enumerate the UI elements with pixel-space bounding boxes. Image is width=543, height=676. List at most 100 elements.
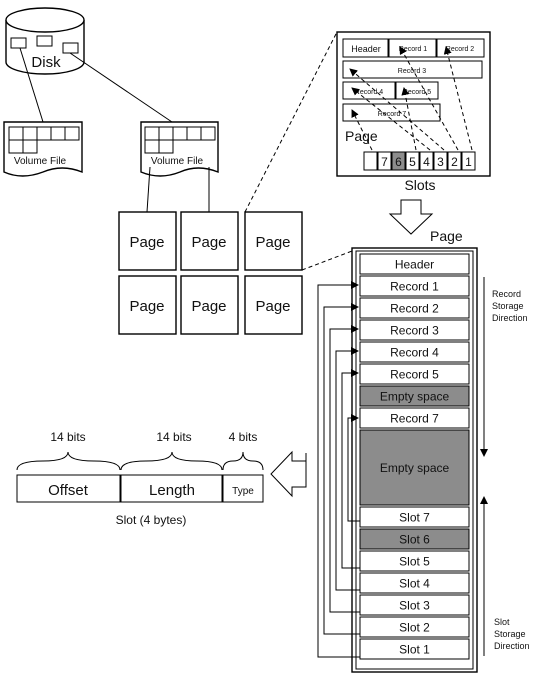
type-label: Type <box>232 486 254 497</box>
mini-record: Record 7 <box>378 111 407 118</box>
mini-slot <box>391 151 406 171</box>
page-row-box <box>359 407 470 429</box>
length-label: Length <box>149 482 195 499</box>
page-box <box>118 211 177 271</box>
volume-cell <box>8 126 24 141</box>
page-row-box <box>359 506 470 528</box>
page-row-box <box>359 319 470 341</box>
mini-record: Record 5 <box>403 89 432 96</box>
page-label: Page <box>255 234 290 251</box>
mini-slot <box>461 151 476 171</box>
pages-grid: Page Page Page Page Page Page <box>118 211 303 335</box>
mini-record: Record 1 <box>399 46 428 53</box>
page-row-box <box>359 429 470 506</box>
volume-cell <box>22 126 38 141</box>
mini-page-label: Page <box>345 128 378 144</box>
brace-length <box>120 451 223 471</box>
page-row-label: Record 5 <box>390 368 439 382</box>
mini-record: Record 4 <box>355 89 384 96</box>
page-row-label: Record 2 <box>390 302 439 316</box>
volume-cell <box>172 126 188 141</box>
volume-grid-1 <box>8 126 80 154</box>
mini-record: Record 3 <box>398 68 427 75</box>
mini-slot-num: 6 <box>395 155 402 169</box>
mini-slot-num: 5 <box>409 155 416 169</box>
page-box <box>180 211 239 271</box>
page-row-box <box>359 363 470 385</box>
page-row-label: Slot 6 <box>399 533 430 547</box>
page-label: Page <box>191 298 226 315</box>
mini-header: Header <box>351 44 381 54</box>
page-row-box <box>359 616 470 638</box>
page-row-label: Record 1 <box>390 280 439 294</box>
slot-format: 14 bits 14 bits 4 bits Offset Length Typ… <box>16 430 264 527</box>
svg-text:Direction: Direction <box>492 313 528 323</box>
page-row-box <box>359 550 470 572</box>
volume-cell <box>158 139 174 154</box>
svg-text:Storage: Storage <box>492 301 524 311</box>
type-field <box>222 474 264 503</box>
disk-volume-link-2 <box>69 52 173 123</box>
mini-slot-empty <box>363 151 378 171</box>
mini-slot <box>405 151 420 171</box>
page-row-box <box>359 275 470 297</box>
page-label: Page <box>255 298 290 315</box>
mini-slot <box>433 151 448 171</box>
offset-field <box>16 474 121 503</box>
page-box <box>244 211 303 271</box>
page-row-label: Record 7 <box>390 412 439 426</box>
volume-cell <box>64 126 80 141</box>
page-box <box>244 275 303 335</box>
page-row-box <box>359 297 470 319</box>
volume-cell <box>50 126 66 141</box>
page-box <box>118 275 177 335</box>
svg-text:Storage: Storage <box>494 629 526 639</box>
volume-file-1: Volume File <box>3 121 83 177</box>
volume-file-1-label: Volume File <box>14 156 67 167</box>
slot-direction-label: Slot Storage Direction <box>494 617 530 651</box>
mini-slot-num: 7 <box>381 155 388 169</box>
svg-text:Slot: Slot <box>494 617 510 627</box>
page-row-box <box>359 638 470 660</box>
page-box <box>180 275 239 335</box>
brace-offset <box>16 451 121 471</box>
down-arrow-icon <box>388 199 434 235</box>
disk-volume-link-1 <box>19 47 44 123</box>
mini-slot-num: 2 <box>451 155 458 169</box>
mini-page: Header Record 1 Record 2 Record 3 Record… <box>336 31 491 177</box>
type-bits: 4 bits <box>229 430 258 444</box>
page-row-label: Slot 4 <box>399 577 430 591</box>
page-row-box <box>359 594 470 616</box>
length-bits: 14 bits <box>156 430 191 444</box>
page-row-box <box>359 528 470 550</box>
slot-caption: Slot (4 bytes) <box>116 513 187 527</box>
brace-type <box>222 451 264 471</box>
mini-slot-num: 1 <box>465 155 472 169</box>
page-row-label: Slot 5 <box>399 555 430 569</box>
disk-label: Disk <box>31 54 61 71</box>
mini-slot-num: 4 <box>423 155 430 169</box>
left-arrow-icon <box>270 450 307 498</box>
page-row-box <box>359 253 470 275</box>
volume-page-link-1 <box>146 166 151 213</box>
length-field <box>120 474 223 503</box>
page-row-label: Header <box>395 258 434 272</box>
page-row-label: Empty space <box>380 390 450 404</box>
page-label: Page <box>129 234 164 251</box>
page-row-label: Slot 3 <box>399 599 430 613</box>
volume-cell <box>158 126 174 141</box>
mini-slot-pointers <box>349 46 473 151</box>
svg-text:Direction: Direction <box>494 641 530 651</box>
volume-cell <box>8 139 24 154</box>
volume-cell <box>144 126 160 141</box>
mini-slot <box>419 151 434 171</box>
slots-label: Slots <box>404 177 435 193</box>
mini-slot <box>447 151 462 171</box>
volume-file-2: Volume File <box>140 121 219 177</box>
volume-file-2-label: Volume File <box>151 156 204 167</box>
page-row-box <box>359 572 470 594</box>
mini-slots: 7 6 5 4 3 2 1 <box>363 151 476 171</box>
volume-cell <box>22 139 38 154</box>
volume-cell <box>200 126 216 141</box>
